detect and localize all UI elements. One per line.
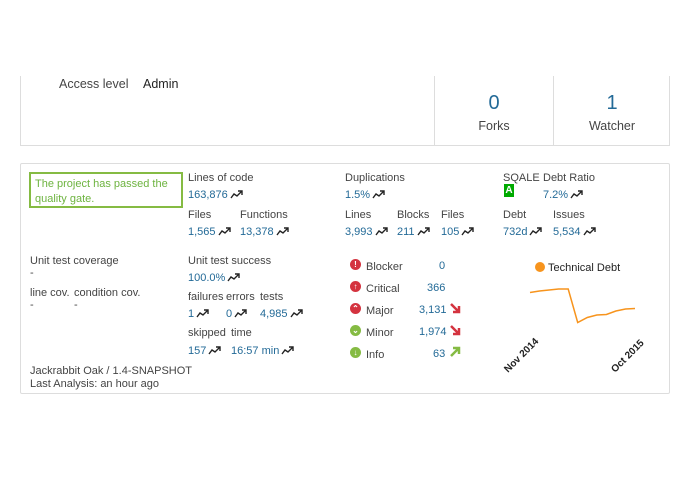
loc-label: Lines of code (188, 172, 254, 184)
dup-blocks-value-link[interactable]: 211 (397, 226, 430, 238)
debt-ratio-value-link[interactable]: 7.2% (543, 189, 583, 201)
tests-value-link[interactable]: 4,985 (260, 308, 303, 320)
duplications-label: Duplications (345, 172, 405, 184)
skipped-label: skipped (188, 327, 226, 339)
condition-coverage-label: condition cov. (74, 287, 141, 299)
time-value-link[interactable]: 16:57 min (231, 345, 295, 357)
dup-lines-value-link[interactable]: 3,993 (345, 226, 388, 238)
failures-value-link[interactable]: 1 (188, 308, 209, 320)
issues-value-link[interactable]: 5,534 (553, 226, 596, 238)
technical-debt-chart[interactable]: Technical Debt Nov 2014 Oct 2015 (500, 255, 660, 385)
x-tick-end: Oct 2015 (609, 338, 647, 376)
trend-up-icon (234, 309, 247, 318)
trend-up-icon (374, 227, 388, 236)
trend-up-icon (289, 309, 303, 318)
dup-files-value-link[interactable]: 105 (441, 226, 475, 238)
dup-files-label: Files (441, 209, 465, 221)
debt-value-link[interactable]: 732d (503, 226, 543, 238)
issues-label: Issues (553, 209, 585, 221)
functions-value-link[interactable]: 13,378 (240, 226, 289, 238)
technical-debt-series-line (529, 288, 636, 324)
forks-count: 0 (488, 92, 500, 114)
trend-up-green-icon (450, 346, 461, 357)
functions-label: Functions (240, 209, 288, 221)
minor-icon: ⌄ (350, 325, 361, 336)
watchers-box[interactable]: 1 Watcher (553, 76, 670, 146)
access-level-value: Admin (143, 77, 179, 91)
major-label: Major (366, 305, 394, 317)
chart-line-group (529, 288, 636, 324)
coverage-value: - (30, 267, 34, 279)
sqale-label: SQALE (503, 172, 540, 184)
dup-blocks-label: Blocks (397, 209, 430, 221)
forks-box[interactable]: 0 Forks (434, 76, 553, 146)
legend-marker (535, 262, 545, 272)
blocker-icon: ! (350, 259, 361, 270)
failures-label: failures (188, 291, 224, 303)
skipped-value-link[interactable]: 157 (188, 345, 222, 357)
errors-value-link[interactable]: 0 (226, 308, 247, 320)
quality-gate-status[interactable]: The project has passed the quality gate. (29, 172, 183, 208)
last-analysis: Last Analysis: an hour ago (30, 378, 160, 390)
blocker-count-link[interactable]: 0 (439, 260, 446, 272)
minor-count-link[interactable]: 1,974 (419, 326, 447, 338)
critical-icon: ↑ (350, 281, 361, 292)
legend-label: Technical Debt (548, 262, 620, 274)
critical-count-link[interactable]: 366 (427, 282, 446, 294)
major-icon: ⌃ (350, 303, 361, 314)
trend-up-icon (208, 346, 222, 355)
condition-coverage-value: - (74, 299, 78, 311)
sqale-rating-badge[interactable]: A (504, 184, 514, 197)
trend-down-red-icon (450, 303, 461, 314)
info-icon: ↓ (350, 347, 361, 358)
trend-up-icon (276, 227, 289, 236)
tests-label: tests (260, 291, 284, 303)
blocker-label: Blocker (366, 261, 403, 273)
loc-value-link[interactable]: 163,876 (188, 189, 243, 201)
project-version: Jackrabbit Oak / 1.4-SNAPSHOT (30, 365, 192, 377)
duplications-value-link[interactable]: 1.5% (345, 189, 385, 201)
access-level-label: Access level (59, 77, 129, 91)
watchers-count: 1 (606, 92, 618, 114)
x-tick-start: Nov 2014 (502, 336, 541, 375)
errors-label: errors (226, 291, 255, 303)
sonar-dashboard-panel (20, 163, 670, 394)
files-label: Files (188, 209, 212, 221)
major-count-link[interactable]: 3,131 (419, 304, 447, 316)
info-label: Info (366, 349, 385, 361)
trend-up-icon (227, 273, 241, 282)
files-value-link[interactable]: 1,565 (188, 226, 231, 238)
trend-up-icon (461, 227, 475, 236)
trend-up-icon (529, 227, 543, 236)
trend-up-icon (570, 190, 583, 199)
project-info-panel (20, 76, 670, 146)
trend-up-icon (196, 309, 209, 318)
trend-up-icon (416, 227, 430, 236)
forks-label: Forks (478, 119, 510, 133)
test-success-label: Unit test success (188, 255, 272, 267)
coverage-label: Unit test coverage (30, 255, 119, 267)
trend-up-icon (582, 227, 596, 236)
debt-ratio-label: Debt Ratio (543, 172, 595, 184)
test-success-value-link[interactable]: 100.0% (188, 272, 241, 284)
line-coverage-value: - (30, 299, 34, 311)
trend-down-red-icon (450, 325, 461, 336)
time-label: time (231, 327, 252, 339)
debt-label: Debt (503, 209, 527, 221)
trend-up-icon (217, 227, 231, 236)
line-coverage-label: line cov. (30, 287, 70, 299)
dup-lines-label: Lines (345, 209, 372, 221)
minor-label: Minor (366, 327, 394, 339)
trend-up-icon (281, 346, 295, 355)
info-count-link[interactable]: 63 (433, 348, 446, 360)
trend-up-icon (230, 190, 243, 199)
trend-up-icon (372, 190, 385, 199)
watchers-label: Watcher (588, 119, 636, 133)
critical-label: Critical (366, 283, 400, 295)
